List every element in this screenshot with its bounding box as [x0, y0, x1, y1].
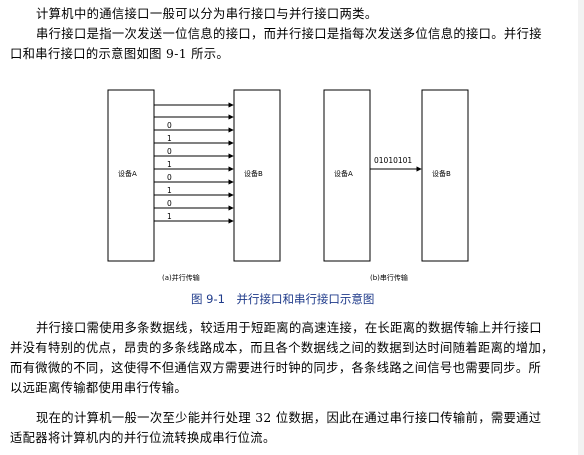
parallel-data-lines [154, 102, 234, 224]
paragraph-intro: 计算机中的通信接口一般可以分为串行接口与并行接口两类。 [36, 7, 378, 21]
serial-device-b-box [421, 89, 469, 262]
parallel-device-b-label: 设备B [244, 169, 263, 178]
parallel-bit-8: 1 [167, 212, 172, 221]
paragraph-definition-line2: 口和串行接口的示意图如图 9-1 所示。 [10, 47, 230, 61]
parallel-device-b-box [233, 89, 281, 262]
paragraph-parallel-line4: 以远距离传输都使用串行传输。 [10, 381, 188, 395]
parallel-bit-4: 1 [167, 160, 172, 169]
serial-bits: 01010101 [374, 156, 412, 165]
paragraph-adapter-line1: 现在的计算机一般一次至少能并行处理 32 位数据，因此在通过串行接口传输前，需要… [36, 411, 542, 425]
serial-device-a-label: 设备A [334, 169, 353, 178]
parallel-device-a-box [107, 89, 155, 262]
parallel-bit-7: 0 [167, 199, 172, 208]
figure-caption: 图 9-1 并行接口和串行接口示意图 [191, 292, 375, 306]
serial-device-a-box [323, 89, 371, 262]
parallel-bit-3: 0 [167, 147, 172, 156]
parallel-subcaption: (a)并行传输 [162, 273, 200, 282]
paragraph-parallel-line2: 并没有特别的优点，昂贵的多条线路成本，而且各个数据线之间的数据到达时间随着距离的… [10, 341, 554, 355]
parallel-bit-5: 0 [167, 173, 172, 182]
parallel-bit-1: 0 [167, 121, 172, 130]
parallel-device-a-label: 设备A [118, 169, 137, 178]
parallel-bit-6: 1 [167, 186, 172, 195]
paragraph-parallel-line3: 而有微微的不同，这使得不但通信双方需要进行时钟的同步，各条线路之间信号也需要同步… [10, 361, 542, 375]
paragraph-adapter-line2: 适配器将计算机内的并行位流转换成串行位流。 [10, 431, 276, 445]
paragraph-parallel-line1: 并行接口需使用多条数据线，较适用于短距离的高速连接，在长距离的数据传输上并行接口 [36, 321, 542, 335]
serial-device-b-label: 设备B [432, 169, 451, 178]
vertical-scrollbar[interactable] [578, 0, 584, 455]
parallel-bit-2: 1 [167, 134, 172, 143]
figure-9-1-diagram: 0 1 0 1 0 1 0 1 设备A 设备B (a)并行传输 01010101… [107, 89, 469, 282]
paragraph-definition-line1: 串行接口是指一次发送一位信息的接口，而并行接口是指每次发送多位信息的接口。并行接 [36, 27, 542, 41]
serial-subcaption: (b)串行传输 [370, 273, 408, 282]
